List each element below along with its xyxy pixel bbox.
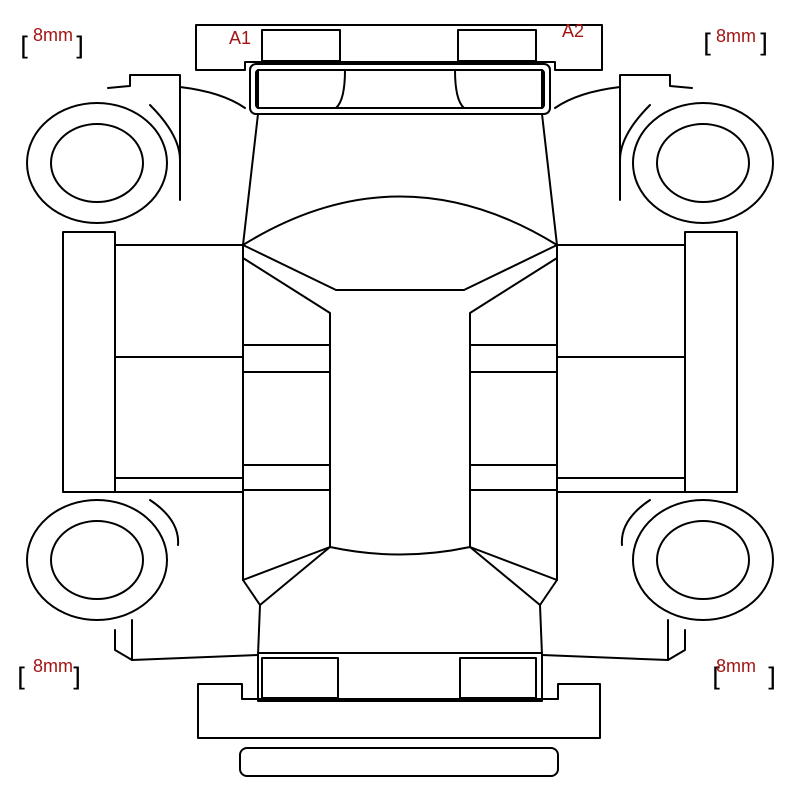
rear-pillar[interactable]	[242, 546, 558, 656]
roof[interactable]	[242, 257, 558, 581]
reading-text: 8mm	[33, 25, 73, 45]
hood[interactable]	[242, 113, 558, 246]
bracket-close: ]	[74, 32, 84, 62]
corner-reading-bottom-right: [ 8mm ]	[712, 656, 776, 693]
front-left-fender[interactable]	[107, 74, 246, 201]
reading-text: 8mm	[33, 656, 73, 676]
corner-reading-bottom-left: [ 8mm ]	[17, 656, 81, 693]
rear-sill[interactable]	[239, 747, 559, 777]
rear-bumper[interactable]	[197, 683, 601, 739]
bracket-close: ]	[766, 663, 776, 693]
front-right-fender[interactable]	[554, 74, 693, 201]
front-right-wheel[interactable]	[619, 102, 774, 224]
bracket-open: [	[703, 29, 713, 59]
right-side-panel[interactable]	[556, 231, 738, 493]
bracket-open: [	[712, 663, 722, 693]
door-panels[interactable]	[242, 244, 558, 581]
rear-right-fender[interactable]	[541, 619, 686, 661]
rear-right-wheel[interactable]	[620, 499, 774, 621]
rear-left-fender[interactable]	[114, 619, 259, 661]
reading-text: 8mm	[716, 656, 756, 676]
front-left-wheel[interactable]	[26, 102, 181, 224]
windshield[interactable]	[242, 244, 558, 291]
label-a1: A1	[229, 28, 251, 48]
bracket-open: [	[17, 663, 27, 693]
corner-reading-top-left: [ 8mm ]	[20, 25, 84, 62]
corner-reading-top-right: [ 8mm ]	[703, 26, 768, 59]
label-a2: A2	[562, 21, 584, 41]
left-side-panel[interactable]	[62, 231, 244, 493]
reading-text: 8mm	[716, 26, 756, 46]
bracket-close: ]	[758, 29, 768, 59]
bracket-close: ]	[71, 663, 81, 693]
trunk[interactable]	[257, 652, 543, 702]
bracket-open: [	[20, 32, 30, 62]
rear-left-wheel[interactable]	[26, 499, 180, 621]
front-bumper[interactable]	[195, 24, 603, 71]
front-grille[interactable]	[249, 63, 551, 115]
